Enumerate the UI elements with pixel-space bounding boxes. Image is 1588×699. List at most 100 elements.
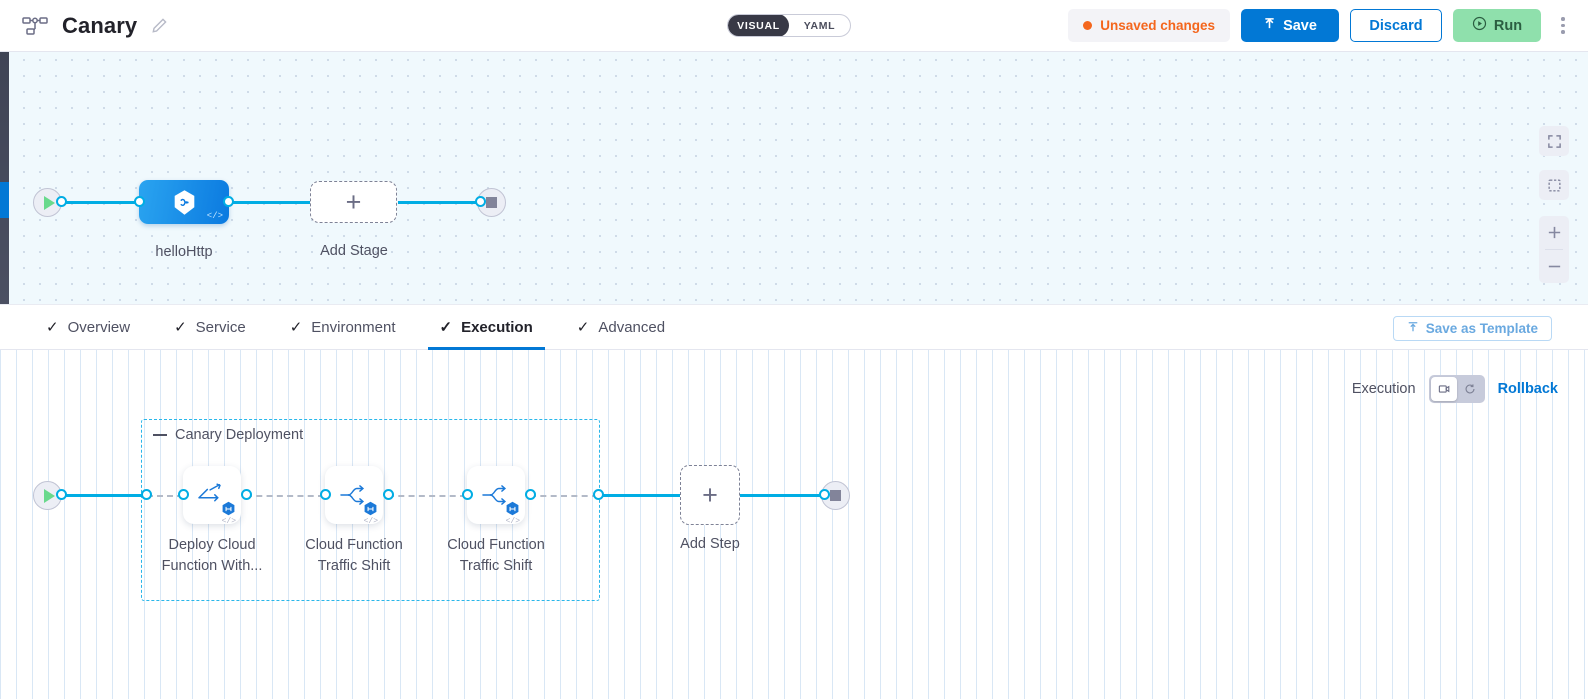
edge-stage-to-addstage: [228, 201, 310, 204]
check-icon: ✓: [289, 319, 303, 336]
port-step3-out[interactable]: [525, 489, 536, 500]
tab-advanced-label: Advanced: [598, 318, 666, 336]
edge-step1-to-step2: [246, 495, 324, 497]
status-badge-unsaved: Unsaved changes: [1068, 9, 1230, 42]
tab-environment[interactable]: ✓ Environment: [268, 304, 418, 350]
step-card-deploy-cloud-function[interactable]: </>: [183, 466, 241, 526]
tab-advanced[interactable]: ✓ Advanced: [555, 304, 687, 350]
collapse-dash-icon[interactable]: [153, 433, 167, 437]
tab-execution-label: Execution: [461, 318, 533, 336]
discard-button[interactable]: Discard: [1350, 9, 1442, 42]
pipeline-icon: [22, 16, 48, 36]
tab-execution[interactable]: ✓ Execution: [418, 304, 555, 350]
stop-icon: [830, 490, 841, 501]
port-end-in[interactable]: [475, 196, 486, 207]
port-stage-in[interactable]: [134, 196, 145, 207]
selection-box-icon[interactable]: [1539, 170, 1569, 200]
execution-mode-label: Execution: [1351, 381, 1416, 397]
execution-start-node[interactable]: [33, 481, 62, 510]
check-icon: ✓: [46, 319, 59, 336]
port-step3-in[interactable]: [462, 489, 473, 500]
save-as-template-button[interactable]: Save as Template: [1392, 316, 1552, 341]
edge-group-in-to-step1: [147, 495, 183, 497]
code-badge-icon: </>: [363, 517, 378, 526]
zoom-out-button[interactable]: [1539, 250, 1569, 283]
run-button-label: Run: [1493, 17, 1523, 34]
edge-start-to-group: [52, 494, 147, 497]
rollback-mode-label[interactable]: Rollback: [1497, 381, 1558, 397]
step-group-title[interactable]: Canary Deployment: [153, 427, 303, 443]
check-icon: ✓: [439, 319, 453, 336]
step-card-traffic-shift-2[interactable]: </>: [467, 466, 525, 526]
edge-addstage-to-end: [398, 201, 480, 204]
add-step-button[interactable]: +: [680, 465, 740, 525]
tab-service[interactable]: ✓ Service: [152, 304, 268, 350]
port-group-out[interactable]: [593, 489, 604, 500]
stop-icon: [486, 197, 497, 208]
left-rail[interactable]: [0, 52, 9, 304]
kebab-menu-icon[interactable]: [1552, 9, 1574, 42]
port-group-in[interactable]: [141, 489, 152, 500]
harness-hexagon-icon: [363, 501, 378, 517]
harness-hexagon-icon: [172, 189, 197, 216]
add-stage-button[interactable]: +: [310, 181, 397, 223]
tab-list: ✓ Overview ✓ Service ✓ Environment ✓ Exe…: [0, 304, 687, 350]
toggle-yaml[interactable]: YAML: [803, 19, 836, 32]
upload-arrow-icon: [1263, 17, 1276, 34]
execution-canvas[interactable]: Execution Rollback: [0, 350, 1588, 699]
canvas-select-button[interactable]: [1539, 170, 1569, 200]
pencil-icon[interactable]: [151, 17, 168, 34]
port-exec-end-in[interactable]: [819, 489, 830, 500]
save-button-label: Save: [1283, 17, 1317, 34]
play-circle-icon: [1472, 16, 1487, 35]
save-button[interactable]: Save: [1241, 9, 1339, 42]
toggle-visual[interactable]: VISUAL: [728, 15, 789, 36]
template-upload-icon: [1407, 321, 1419, 336]
pipeline-canvas[interactable]: </> helloHttp + Add Stage: [0, 52, 1588, 304]
canvas-fit-button[interactable]: [1539, 126, 1569, 156]
zoom-in-button[interactable]: [1539, 216, 1569, 249]
code-badge-icon: </>: [505, 517, 520, 526]
port-step1-in[interactable]: [178, 489, 189, 500]
tab-overview[interactable]: ✓ Overview: [24, 304, 152, 350]
view-mode-toggle[interactable]: VISUAL YAML: [727, 14, 851, 37]
app-header: Canary VISUAL YAML Unsaved changes: [0, 0, 1588, 52]
step-card-label-3: Cloud Function Traffic Shift: [447, 537, 545, 574]
step-card-label-2: Cloud Function Traffic Shift: [305, 537, 403, 574]
port-step2-out[interactable]: [383, 489, 394, 500]
plus-icon: +: [345, 186, 362, 217]
header-left: Canary: [0, 13, 168, 39]
canvas-zoom-group[interactable]: [1539, 216, 1569, 283]
code-badge-icon: </>: [221, 517, 236, 526]
harness-hexagon-icon: [505, 501, 520, 517]
port-stage-out[interactable]: [223, 196, 234, 207]
stage-tab-bar: ✓ Overview ✓ Service ✓ Environment ✓ Exe…: [0, 304, 1588, 350]
play-icon: [43, 195, 55, 210]
port-step2-in[interactable]: [320, 489, 331, 500]
mode-rollback-button[interactable]: [1457, 377, 1483, 401]
play-icon: [43, 488, 55, 503]
add-step-label: Add Step: [680, 536, 740, 552]
step-card-traffic-shift-1[interactable]: </>: [325, 466, 383, 526]
port-start-out[interactable]: [56, 196, 67, 207]
code-badge-icon: </>: [206, 211, 223, 221]
step-card-label-1: Deploy Cloud Function With...: [161, 537, 263, 574]
step-group-canary-deployment[interactable]: [141, 419, 600, 601]
stage-node-label: helloHttp: [155, 244, 213, 260]
port-exec-start-out[interactable]: [56, 489, 67, 500]
port-step1-out[interactable]: [241, 489, 252, 500]
add-stage-label: Add Stage: [320, 243, 388, 259]
execution-rollback-toggle[interactable]: [1428, 375, 1485, 403]
unsaved-label: Unsaved changes: [1100, 18, 1215, 33]
step-group-title-label: Canary Deployment: [175, 427, 304, 443]
run-button[interactable]: Run: [1453, 9, 1541, 42]
left-rail-active-indicator: [0, 182, 9, 218]
fit-screen-icon[interactable]: [1539, 126, 1569, 156]
mode-execution-button[interactable]: [1430, 377, 1457, 401]
check-icon: ✓: [576, 319, 590, 336]
stage-node-hellohttp[interactable]: </>: [139, 180, 229, 224]
page-title: Canary: [62, 12, 138, 38]
edge-start-to-stage: [52, 201, 142, 204]
execution-mode-toolbar: Execution Rollback: [1352, 375, 1558, 403]
